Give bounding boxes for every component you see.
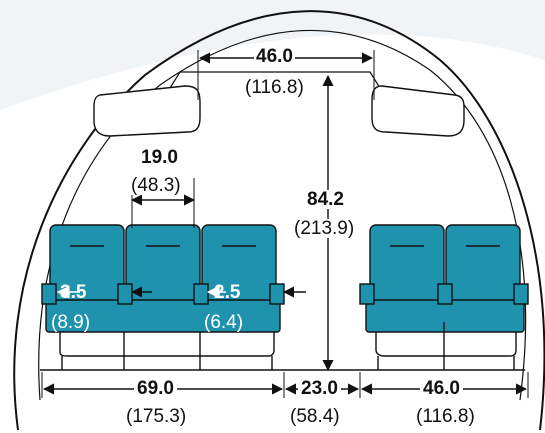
seat-width-value: 19.0 — [141, 147, 178, 168]
triple-width-metric: (175.3) — [126, 406, 187, 427]
armrest — [359, 283, 375, 305]
inner-armrest-metric: (6.4) — [204, 312, 244, 333]
armrest — [41, 283, 57, 305]
cabin-height-metric: (213.9) — [292, 218, 357, 239]
cabin-height-value: 84.2 — [305, 189, 346, 210]
aisle-width-metric: (58.4) — [290, 406, 340, 427]
seat-frame — [59, 332, 275, 357]
armrest — [193, 283, 209, 305]
seat-frame — [375, 332, 517, 357]
armrest — [513, 283, 529, 305]
double-width-value: 46.0 — [420, 379, 463, 398]
double-width-metric: (116.8) — [416, 406, 475, 427]
bin-spacing-value: 46.0 — [254, 46, 295, 67]
armrest — [269, 283, 285, 305]
left-armrest-value: 3.5 — [60, 282, 87, 303]
right-overhead-bin — [371, 85, 465, 137]
ceiling-panel — [169, 71, 381, 89]
seat-cushion — [365, 299, 525, 333]
seat-back-right — [445, 224, 521, 304]
background-sweep — [0, 0, 545, 110]
fuselage-inner — [38, 29, 527, 401]
left-armrest-metric: (8.9) — [51, 312, 91, 333]
triple-seat-unit — [41, 224, 285, 370]
seat-width-metric: (48.3) — [131, 175, 181, 196]
double-seat-unit — [359, 224, 529, 370]
bin-spacing-metric: (116.8) — [245, 77, 304, 98]
armrest — [117, 283, 133, 305]
left-overhead-bin — [93, 85, 201, 137]
fuselage-outer — [13, 10, 545, 431]
aisle-width-value: 23.0 — [298, 379, 341, 398]
seat-back-left — [369, 224, 445, 304]
seat-cushion — [45, 299, 281, 333]
armrest — [437, 283, 453, 305]
inner-armrest-value: 2.5 — [214, 282, 241, 303]
triple-width-value: 69.0 — [134, 379, 177, 398]
